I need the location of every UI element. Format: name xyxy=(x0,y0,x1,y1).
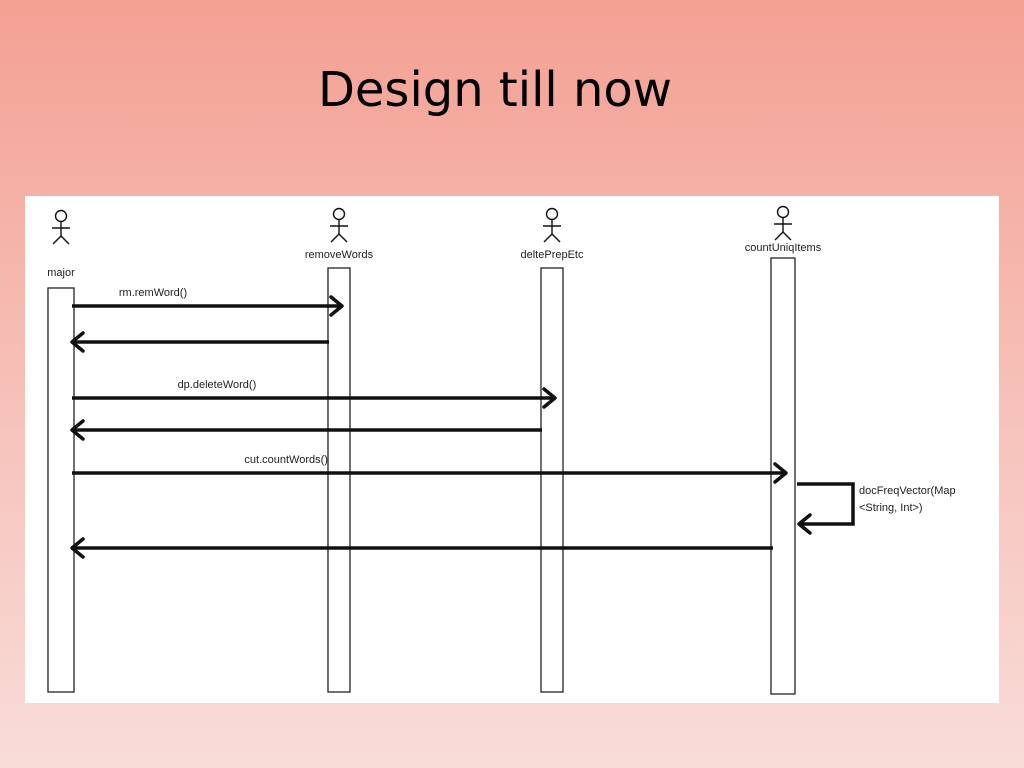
arrow-head xyxy=(70,537,85,559)
participant-label: deltePrepEtc xyxy=(521,249,584,261)
arrow-head xyxy=(329,295,344,317)
participant-deltePrepEtc: deltePrepEtc xyxy=(521,207,584,693)
arrow-head xyxy=(70,331,85,353)
participant-major: major xyxy=(47,209,75,693)
message-label-cont: <String, Int>) xyxy=(859,502,923,514)
participant-label: major xyxy=(47,267,75,279)
actor-icon xyxy=(543,207,561,243)
message-label: rm.remWord() xyxy=(119,287,187,299)
actor-icon xyxy=(774,205,792,241)
arrow-head xyxy=(773,462,788,484)
actor-icon xyxy=(52,209,70,245)
message-m5: cut.countWords() xyxy=(72,454,788,484)
arrow-head xyxy=(797,513,812,535)
arrow-head xyxy=(70,419,85,441)
lifeline-bar xyxy=(47,287,75,693)
participant-label: removeWords xyxy=(305,249,374,261)
message-label: dp.deleteWord() xyxy=(178,379,257,391)
message-m1: rm.remWord() xyxy=(72,287,344,317)
message-label: docFreqVector(Map xyxy=(859,485,956,497)
sequence-diagram: major removeWords deltePrepEtc countUniqIte… xyxy=(25,196,999,703)
message-m4 xyxy=(70,419,542,441)
participant-removeWords: removeWords xyxy=(305,207,374,693)
sequence-diagram-canvas: major removeWords deltePrepEtc countUniqIte… xyxy=(47,205,956,695)
message-m3: dp.deleteWord() xyxy=(72,379,557,409)
actor-icon xyxy=(330,207,348,243)
lifeline-bar xyxy=(540,267,564,693)
message-m2 xyxy=(70,331,329,353)
message-label: cut.countWords() xyxy=(244,454,328,466)
arrow-head xyxy=(542,387,557,409)
self-message-line xyxy=(797,482,855,526)
lifeline-bar xyxy=(327,267,351,693)
participant-label: countUniqItems xyxy=(745,242,822,254)
message-m7 xyxy=(70,537,773,559)
participant-countUniqItems: countUniqItems xyxy=(745,205,822,695)
message-m6: docFreqVector(Map <String, Int>) xyxy=(797,482,956,535)
slide-title: Design till now xyxy=(317,62,673,118)
